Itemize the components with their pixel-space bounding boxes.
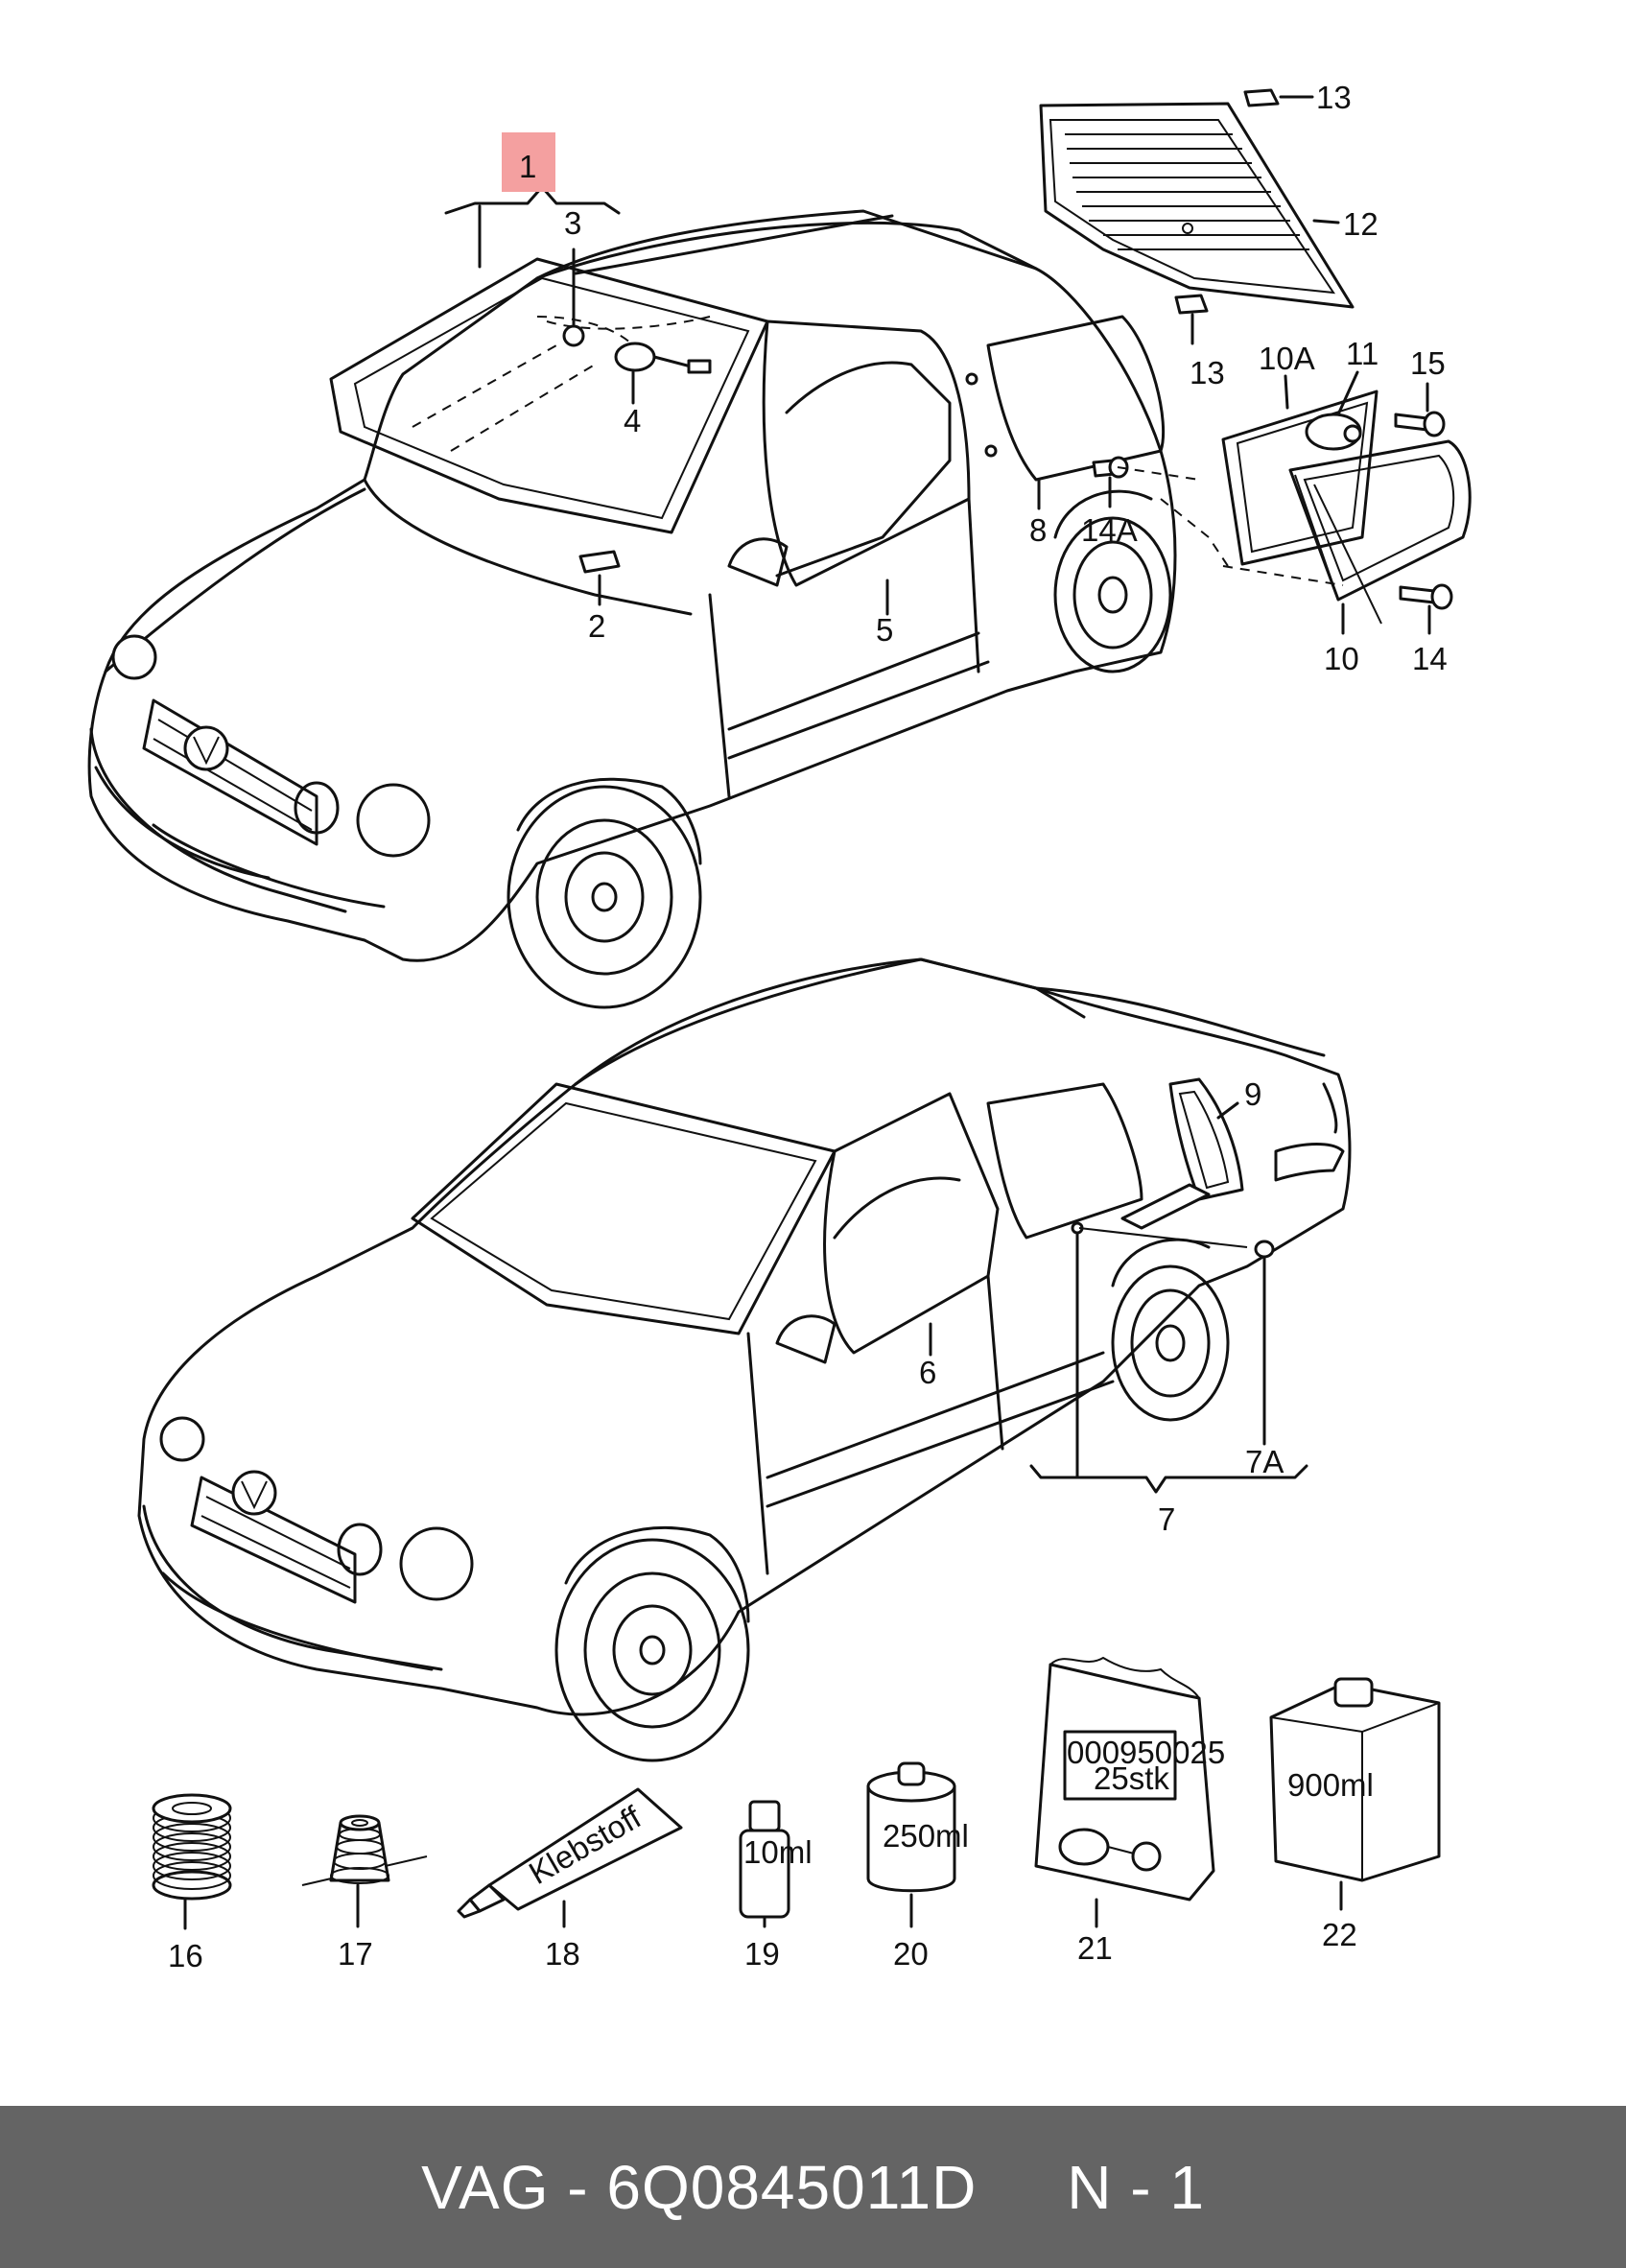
callout-17: 17 [338,1936,373,1972]
callout-7: 7 [1158,1501,1175,1537]
callout-16: 16 [168,1938,203,1973]
callout-13-top: 13 [1316,80,1352,115]
footer-bar: VAG - 6Q0845011D N - 1 [0,2106,1626,2268]
part-number-caption: VAG - 6Q0845011D N - 1 [421,2152,1205,2222]
fastener-bag-21: 000950025 25stk [1034,1656,1225,1902]
callout-13-bottom: 13 [1190,355,1225,390]
callout-21: 21 [1077,1930,1113,1966]
adhesive-canister-22: 900ml [1269,1677,1441,1882]
callout-8: 8 [1029,512,1047,548]
callout-12: 12 [1343,206,1379,242]
callout-2: 2 [588,608,605,644]
callout-7a: 7A [1245,1444,1284,1479]
accessories-drawing: Klebstoff 10ml 250ml 000950025 25stk [152,1656,1441,1919]
parts-diagram: Klebstoff 10ml 250ml 000950025 25stk [87,80,1472,1973]
callout-18: 18 [545,1936,580,1972]
bag-label-line1: 000950025 [1067,1735,1225,1770]
primer-bottle-19: 10ml [739,1800,813,1919]
callout-leaders [183,95,1431,1930]
callout-1: 1 [519,149,536,184]
can-medium-label: 250ml [883,1818,969,1854]
three-door-car-drawing [87,209,1177,1009]
sealing-cord-roll-16 [152,1793,232,1901]
sealing-cone-17 [301,1814,428,1886]
adhesive-tube-18: Klebstoff [457,1787,683,1919]
callout-9: 9 [1244,1076,1261,1112]
callout-14: 14 [1412,641,1448,676]
callout-15: 15 [1410,345,1446,381]
callout-14a: 14A [1081,512,1138,548]
rear-window-parts-drawing [1039,88,1472,625]
callout-20: 20 [893,1936,929,1972]
callout-19: 19 [744,1936,780,1972]
callout-3: 3 [564,205,581,241]
callout-10: 10 [1324,641,1359,676]
highlight-box [502,132,555,192]
callout-11: 11 [1346,336,1379,371]
callout-5: 5 [876,612,893,648]
callout-10a: 10A [1259,341,1315,376]
callout-6: 6 [919,1355,936,1390]
bottle-small-label: 10ml [743,1834,813,1870]
callout-22: 22 [1322,1917,1357,1952]
callout-4: 4 [624,403,641,438]
canister-large-label: 900ml [1287,1767,1374,1803]
five-door-car-drawing [137,957,1352,1762]
primer-can-20: 250ml [866,1761,969,1893]
callout-labels: 1 3 4 2 5 8 14A 12 13 13 10A 11 15 10 14… [168,80,1448,1973]
bag-label-line2: 25stk [1094,1760,1169,1796]
